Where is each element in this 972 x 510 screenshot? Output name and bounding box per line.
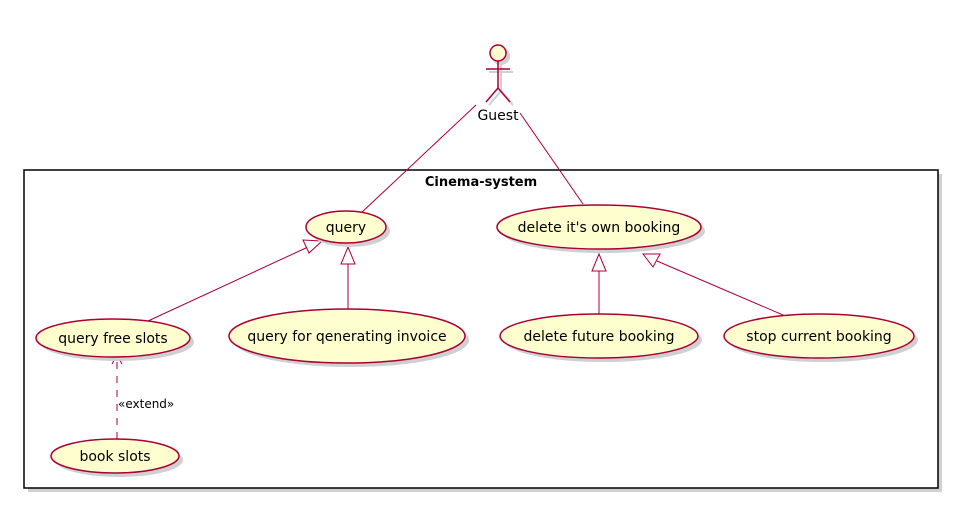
use-case-delete-own-label: delete it's own booking: [518, 220, 681, 236]
use-case-delete-future-label: delete future booking: [523, 329, 674, 345]
boundary-title: Cinema-system: [425, 175, 537, 190]
use-case-stop-current[interactable]: stop current booking: [723, 313, 918, 362]
generalization-free-query: [147, 246, 309, 322]
use-case-book-slots[interactable]: book slots: [50, 438, 183, 477]
actor-label: Guest: [477, 108, 519, 124]
association-guest-delete: [519, 112, 584, 205]
generalization-stop-delete: [656, 260, 791, 319]
use-case-stop-current-label: stop current booking: [746, 329, 891, 345]
generalization-arrow-future: [591, 252, 607, 272]
use-case-query-invoice-label: query for qenerating invoice: [247, 329, 446, 345]
use-case-delete-own-booking[interactable]: delete it's own booking: [496, 204, 705, 253]
use-case-book-slots-label: book slots: [79, 449, 150, 465]
generalization-arrow-free: [302, 239, 324, 254]
use-case-delete-future[interactable]: delete future booking: [499, 313, 702, 362]
stick-figure-icon: [485, 44, 514, 106]
generalization-arrow-stop: [641, 253, 661, 268]
generalization-arrow-invoice: [340, 245, 356, 265]
use-case-query-invoice[interactable]: query for qenerating invoice: [228, 308, 469, 367]
association-guest-query: [359, 104, 477, 215]
actor-guest[interactable]: Guest: [477, 44, 519, 124]
use-case-query[interactable]: query: [305, 210, 390, 247]
use-case-query-free-label: query free slots: [58, 331, 167, 347]
use-case-query-label: query: [326, 220, 366, 236]
use-case-query-free-slots[interactable]: query free slots: [35, 318, 194, 361]
extend-label: «extend»: [118, 397, 174, 411]
